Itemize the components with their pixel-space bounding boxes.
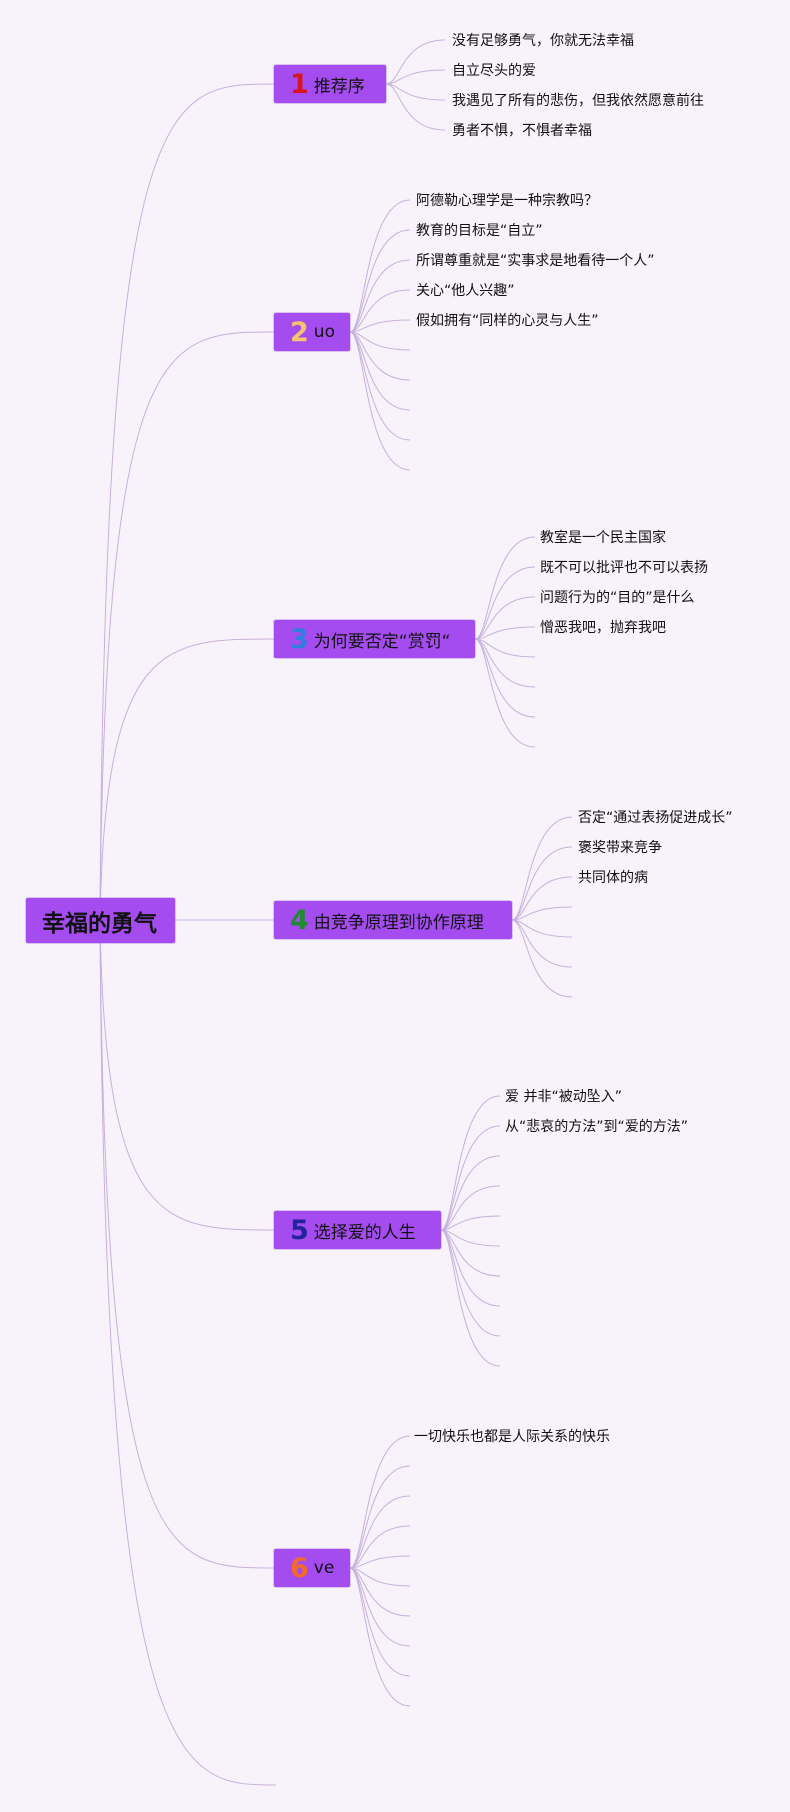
connector-curve bbox=[474, 596, 536, 640]
connector-curve bbox=[474, 638, 536, 748]
branch-number-2: 2 bbox=[290, 316, 309, 348]
connector-curve bbox=[349, 1567, 411, 1587]
connector-curve bbox=[474, 626, 536, 640]
connector-curve bbox=[349, 1567, 411, 1647]
leaf-3-4[interactable]: 憎恶我吧，抛弃我吧 bbox=[540, 620, 666, 636]
connector-curve bbox=[99, 83, 275, 921]
connector-curve bbox=[511, 876, 573, 921]
leaf-4-3[interactable]: 共同体的病 bbox=[578, 870, 648, 886]
leaf-2-2[interactable]: 教育的目标是“自立” bbox=[416, 223, 543, 239]
connector-curve bbox=[440, 1095, 501, 1231]
connector-curve bbox=[440, 1185, 501, 1231]
connector-curve bbox=[99, 919, 275, 1231]
connector-curve bbox=[511, 846, 573, 921]
leaf-1-1[interactable]: 没有足够勇气，你就无法幸福 bbox=[452, 33, 634, 49]
connector-curve bbox=[349, 1555, 411, 1569]
branch-node-6[interactable]: 6 ve bbox=[274, 1549, 350, 1587]
root-node[interactable]: 幸福的勇气 bbox=[26, 898, 175, 943]
branch-node-1[interactable]: 1 推荐序 bbox=[274, 65, 386, 103]
connector-curve bbox=[511, 919, 573, 998]
connector-curve bbox=[349, 259, 411, 333]
connector-curve bbox=[385, 83, 446, 101]
leaf-4-1[interactable]: 否定“通过表扬促进成长” bbox=[578, 810, 733, 826]
connector-curve bbox=[474, 536, 536, 640]
leaf-3-3[interactable]: 问题行为的“目的”是什么 bbox=[540, 590, 695, 606]
connector-curve bbox=[349, 331, 411, 471]
branch-node-2[interactable]: 2 uo bbox=[274, 313, 350, 351]
branch-number-1: 1 bbox=[290, 68, 309, 100]
leaf-3-1[interactable]: 教室是一个民主国家 bbox=[540, 530, 666, 546]
leaf-5-1[interactable]: 爱 并非“被动坠入” bbox=[505, 1089, 622, 1105]
branch-label-1: 推荐序 bbox=[313, 76, 365, 97]
connector-curve bbox=[349, 331, 411, 381]
connector-curve bbox=[349, 331, 411, 411]
leaf-6-1[interactable]: 一切快乐也都是人际关系的快乐 bbox=[414, 1429, 610, 1445]
connector-curve bbox=[99, 331, 275, 921]
connector-curve bbox=[440, 1125, 501, 1231]
branch-node-3[interactable]: 3 为何要否定“赏罚“ bbox=[274, 620, 475, 658]
connector-curve bbox=[99, 638, 275, 921]
connector-curve bbox=[440, 1215, 501, 1231]
branch-label-3: 为何要否定“赏罚“ bbox=[313, 631, 451, 652]
branch-node-4[interactable]: 4 由竞争原理到协作原理 bbox=[274, 901, 512, 939]
leaf-2-3[interactable]: 所谓尊重就是“实事求是地看待一个人” bbox=[416, 253, 655, 269]
connector-curve bbox=[440, 1229, 501, 1367]
connector-curve bbox=[99, 919, 277, 1786]
connector-curve bbox=[440, 1229, 501, 1277]
branch-label-6: ve bbox=[313, 1558, 335, 1578]
connector-curve bbox=[511, 906, 573, 921]
branch-number-3: 3 bbox=[290, 623, 309, 655]
connector-curve bbox=[474, 638, 536, 688]
connector-curve bbox=[349, 289, 411, 333]
connector-curve bbox=[349, 1567, 411, 1707]
branch-label-4: 由竞争原理到协作原理 bbox=[313, 912, 484, 933]
connector-curve bbox=[349, 1495, 411, 1569]
connector-curve bbox=[511, 919, 573, 968]
connector-curve bbox=[349, 1567, 411, 1677]
leaf-3-2[interactable]: 既不可以批评也不可以表扬 bbox=[540, 560, 708, 576]
connector-curve bbox=[474, 638, 536, 658]
branch-label-5: 选择爱的人生 bbox=[313, 1222, 416, 1243]
connector-curve bbox=[349, 1465, 411, 1569]
connector-curve bbox=[474, 638, 536, 718]
connector-curve bbox=[440, 1229, 501, 1307]
branch-number-5: 5 bbox=[290, 1214, 309, 1246]
leaf-2-4[interactable]: 关心“他人兴趣” bbox=[416, 283, 515, 299]
leaf-1-3[interactable]: 我遇见了所有的悲伤，但我依然愿意前往 bbox=[452, 93, 704, 109]
connector-curve bbox=[349, 1525, 411, 1569]
connector-curve bbox=[349, 1435, 411, 1569]
connector-curve bbox=[349, 331, 411, 441]
connector-curve bbox=[349, 199, 411, 333]
branch-node-5[interactable]: 5 选择爱的人生 bbox=[274, 1211, 441, 1249]
leaf-1-2[interactable]: 自立尽头的爱 bbox=[452, 63, 536, 79]
leaf-4-2[interactable]: 褒奖带来竞争 bbox=[578, 840, 662, 856]
leaf-2-1[interactable]: 阿德勒心理学是一种宗教吗？ bbox=[416, 193, 598, 209]
branch-label-2: uo bbox=[313, 322, 335, 342]
connector-curve bbox=[349, 229, 411, 333]
leaf-5-2[interactable]: 从“悲哀的方法”到“爱的方法” bbox=[505, 1119, 689, 1135]
connector-curve bbox=[385, 83, 446, 131]
connector-curve bbox=[349, 319, 411, 333]
branch-number-4: 4 bbox=[290, 904, 309, 936]
connector-curve bbox=[474, 566, 536, 640]
connector-curve bbox=[440, 1229, 501, 1247]
branch-number-6: 6 bbox=[290, 1552, 309, 1584]
connector-curve bbox=[349, 1567, 411, 1617]
connector-curve bbox=[99, 919, 275, 1569]
connector-curve bbox=[440, 1155, 501, 1231]
leaf-2-5[interactable]: 假如拥有“同样的心灵与人生” bbox=[416, 313, 599, 329]
connector-curve bbox=[385, 69, 446, 85]
connector-curve bbox=[511, 919, 573, 938]
leaf-1-4[interactable]: 勇者不惧，不惧者幸福 bbox=[452, 123, 592, 139]
connector-curve bbox=[511, 816, 573, 921]
root-label: 幸福的勇气 bbox=[42, 910, 157, 937]
connector-curve bbox=[385, 39, 446, 85]
connector-curve bbox=[349, 331, 411, 351]
